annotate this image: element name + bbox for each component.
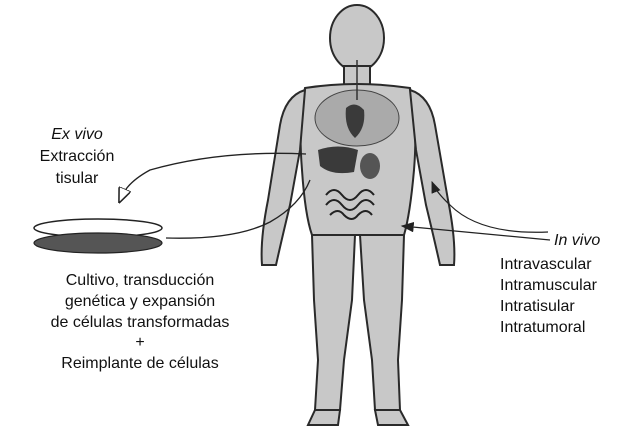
route-intratisular: Intratisular [500,297,575,316]
culture-dish-cells [34,233,162,253]
in-vivo-heading: In vivo [554,231,600,250]
route-intravascular: Intravascular [500,255,592,274]
route-intramuscular: Intramuscular [500,276,597,295]
body-arm-right [410,90,454,265]
body-foot-right [375,410,408,425]
body-foot-left [308,410,340,425]
culture-line-1: Cultivo, transducción [10,271,270,290]
body-arm-left [262,90,305,265]
stomach [360,153,380,179]
plus-sign: + [10,333,270,352]
ex-vivo-heading: Ex vivo [22,125,132,144]
extraction-label: Extracción [22,147,132,166]
in-vivo-arrow [402,226,550,240]
culture-line-2: genética y expansión [10,292,270,311]
body-leg-left [312,235,355,410]
route-intratumoral: Intratumoral [500,318,585,337]
body-leg-right [360,235,404,410]
tissue-label: tisular [22,169,132,188]
culture-line-3: de células transformadas [10,313,270,332]
culture-line-4: Reimplante de células [10,354,270,373]
